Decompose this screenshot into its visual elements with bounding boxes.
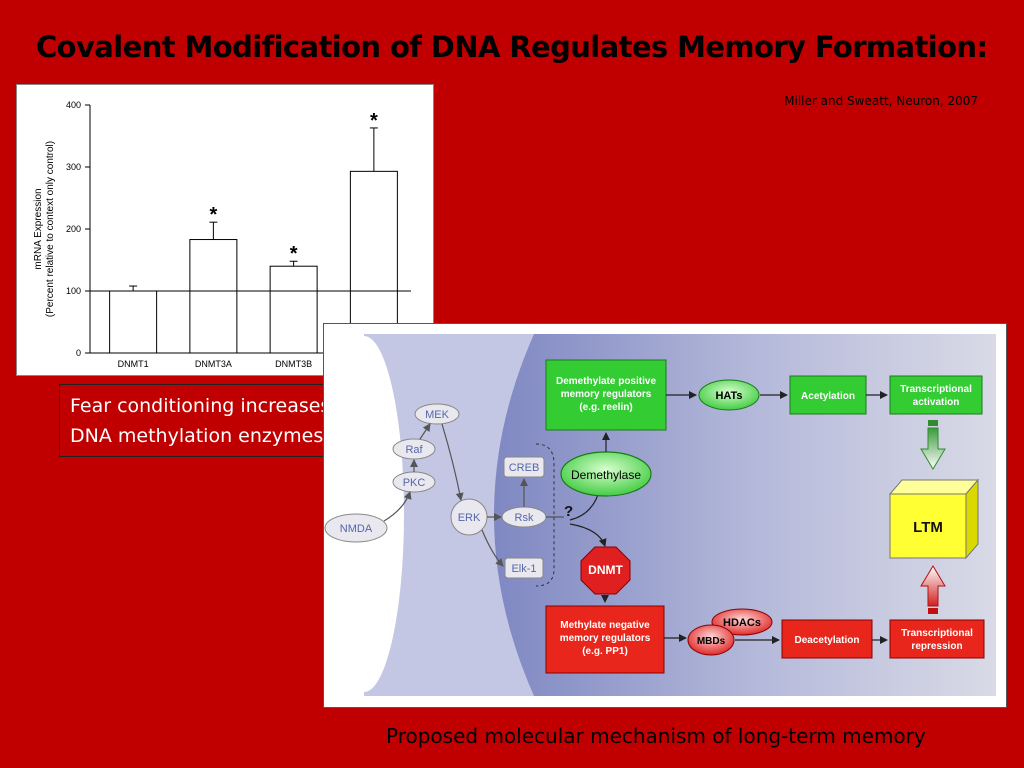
svg-text:Transcriptional: Transcriptional <box>900 384 972 395</box>
callout-line-2: DNA methylation enzymes. <box>70 425 330 447</box>
bar-dnmt3b <box>269 265 318 354</box>
svg-text:NMDA: NMDA <box>340 523 373 535</box>
mek-node: MEK <box>414 403 460 425</box>
category-label: DNMT3B <box>275 359 312 369</box>
citation: Miller and Sweatt, Neuron, 2007 <box>784 94 978 108</box>
acetylation-box: Acetylation <box>789 375 867 415</box>
y-tick-label: 400 <box>66 100 81 110</box>
svg-text:Elk-1: Elk-1 <box>511 563 536 575</box>
mechanism-diagram: NMDA PKC Raf MEK ERK Rsk CREB Elk-1 <box>324 324 1006 707</box>
nmda-node: NMDA <box>324 513 388 543</box>
svg-text:MBDs: MBDs <box>697 636 726 647</box>
y-tick-label: 200 <box>66 224 81 234</box>
svg-text:PKC: PKC <box>403 477 426 489</box>
svg-text:HDACs: HDACs <box>723 617 761 629</box>
demethylate-positive-box: Demethylate positive memory regulators (… <box>545 359 667 431</box>
mbds-node: MBDs <box>687 624 735 656</box>
bar-dnmt3a <box>189 239 238 354</box>
svg-text:Demethylase: Demethylase <box>571 468 641 482</box>
demethylase-node: Demethylase <box>560 451 652 497</box>
elk1-node: Elk-1 <box>504 557 544 579</box>
svg-text:(e.g. reelin): (e.g. reelin) <box>579 402 632 413</box>
svg-text:memory regulators: memory regulators <box>561 389 652 400</box>
erk-node: ERK <box>450 498 488 536</box>
repression-to-ltm-arrow <box>920 565 946 614</box>
question-mark: ? <box>564 503 573 520</box>
mechanism-diagram-panel: NMDA PKC Raf MEK ERK Rsk CREB Elk-1 <box>323 323 1007 708</box>
svg-text:DNMT: DNMT <box>588 563 623 577</box>
activation-to-ltm-arrow <box>920 420 946 470</box>
signaling-arrows <box>383 423 564 567</box>
mrna-expression-chart: 0 100 200 300 400 mRNA Expression(Percent rel… <box>33 100 411 369</box>
y-axis-label: (Percent relative to context only contro… <box>45 141 56 317</box>
transcriptional-activation-box: Transcriptional activation <box>889 375 983 415</box>
svg-text:HATs: HATs <box>715 390 742 402</box>
slide-title: Covalent Modification of DNA Regulates M… <box>36 30 988 64</box>
svg-text:activation: activation <box>913 397 960 408</box>
deacetylation-box: Deacetylation <box>781 619 873 659</box>
category-label: DNMT3A <box>195 359 232 369</box>
svg-text:Raf: Raf <box>405 444 423 456</box>
svg-text:Methylate negative: Methylate negative <box>560 620 650 631</box>
svg-text:ERK: ERK <box>458 512 481 524</box>
methylate-negative-box: Methylate negative memory regulators (e.… <box>545 605 665 674</box>
significance-marker: * <box>290 243 298 265</box>
creb-node: CREB <box>503 456 545 478</box>
bar-c-fos <box>349 170 398 354</box>
transcriptional-repression-box: Transcriptional repression <box>889 619 985 659</box>
hdacs-node: HDACs <box>711 608 773 636</box>
svg-text:LTM: LTM <box>913 519 943 536</box>
y-tick-label: 0 <box>76 348 81 358</box>
y-axis-label: mRNA Expression <box>33 188 44 269</box>
y-tick-label: 300 <box>66 162 81 172</box>
category-label: DNMT1 <box>118 359 149 369</box>
ltm-cube: LTM <box>888 478 980 560</box>
bar-chart-panel: 0 100 200 300 400 mRNA Expression(Percent rel… <box>16 84 434 376</box>
rsk-node: Rsk <box>501 506 547 528</box>
svg-text:Demethylate positive: Demethylate positive <box>556 376 656 387</box>
y-tick-label: 100 <box>66 286 81 296</box>
dnmt-node: DNMT <box>580 546 631 595</box>
svg-text:repression: repression <box>911 641 962 652</box>
callout-line-1: Fear conditioning increases <box>70 395 331 417</box>
callout-box: Fear conditioning increases DNA methylat… <box>59 384 367 457</box>
svg-text:Deacetylation: Deacetylation <box>794 635 859 646</box>
raf-node: Raf <box>392 438 436 460</box>
svg-text:MEK: MEK <box>425 409 450 421</box>
hats-node: HATs <box>698 379 760 411</box>
svg-text:(e.g. PP1): (e.g. PP1) <box>582 646 628 657</box>
pkc-node: PKC <box>392 471 436 493</box>
svg-text:CREB: CREB <box>509 462 540 474</box>
svg-text:Rsk: Rsk <box>515 512 534 524</box>
svg-text:Acetylation: Acetylation <box>801 391 855 402</box>
bar-dnmt1 <box>109 290 158 354</box>
figure-caption: Proposed molecular mechanism of long-ter… <box>386 724 926 748</box>
svg-text:Transcriptional: Transcriptional <box>901 628 973 639</box>
significance-marker: * <box>209 204 217 226</box>
significance-marker: * <box>370 110 378 132</box>
svg-text:memory regulators: memory regulators <box>560 633 651 644</box>
